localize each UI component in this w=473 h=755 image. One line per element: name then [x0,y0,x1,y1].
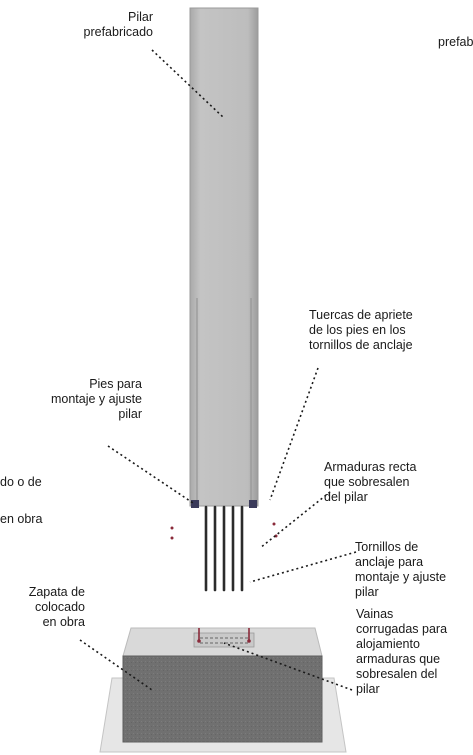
leader-pilar [151,49,225,119]
label-tuercas: Tuercas de apriete de los pies en los to… [309,308,413,352]
leader-lines [79,49,357,691]
label-prefabricado-cut: prefab [438,35,473,49]
label-zapata: Zapata de colocado en obra [28,585,85,629]
label-armaduras: Armaduras recta que sobresalen del pilar [324,460,417,504]
leader-tuercas [269,367,319,501]
leader-tornillos [249,551,357,583]
label-tornillos: Tornillos de anclaje para montaje y ajus… [355,540,447,599]
footing-front [122,655,323,743]
precast-column [189,7,259,507]
mounting-foot-left [191,500,199,508]
label-pies: Pies para montaje y ajuste pilar [50,377,142,421]
corrugated-sleeves [193,628,255,648]
mounting-foot-right [249,500,257,508]
label-vainas: Vainas corrugadas para alojamiento armad… [356,607,448,696]
protruding-rebars [204,505,244,592]
label-pilar-prefabricado: Pilar prefabricado [83,10,154,39]
label-left-cut-2: en obra [0,512,43,526]
leader-pies [107,445,194,504]
leader-armaduras [259,491,331,549]
label-left-cut-1: do o de [0,475,42,489]
